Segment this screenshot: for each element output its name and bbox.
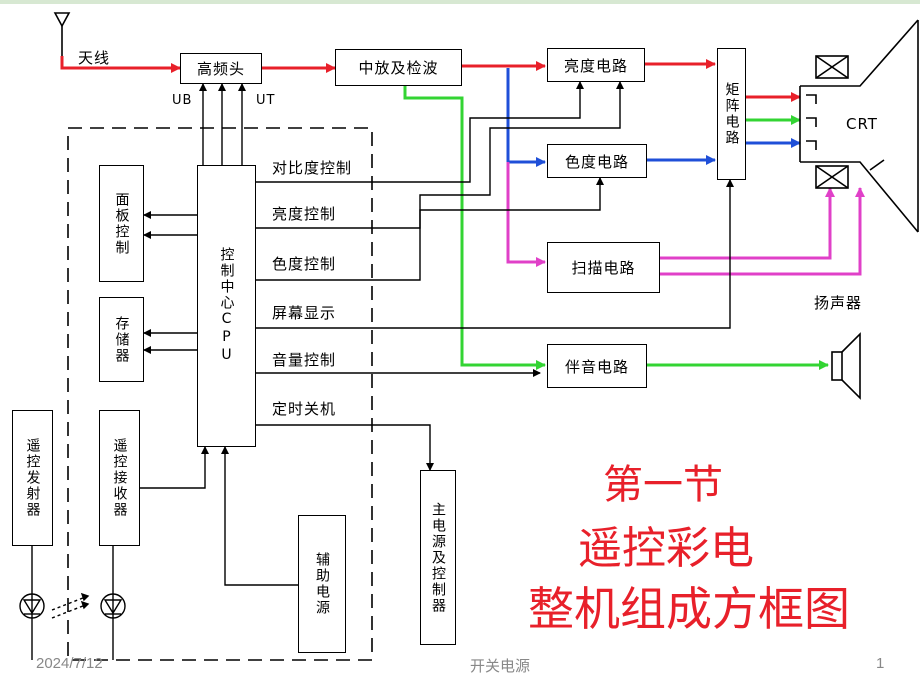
panel-control-box: 面板控制 <box>99 165 144 282</box>
scan-circuit-box: 扫描电路 <box>547 242 660 293</box>
control-label-chroma: 色度控制 <box>272 255 337 273</box>
main-power-box: 主电源及控制器 <box>420 470 456 645</box>
title-line-block-diagram: 整机组成方框图 <box>528 582 850 636</box>
scan-to-yoke-lower-path <box>660 187 865 276</box>
speaker-label: 扬声器 <box>814 294 863 312</box>
control-label-osd: 屏幕显示 <box>272 304 337 322</box>
chroma-circuit-box: 色度电路 <box>547 144 647 178</box>
speaker-icon <box>831 332 861 400</box>
scan-to-yoke-upper-path <box>660 187 835 260</box>
if-to-scan-path <box>506 162 546 267</box>
slide-top-bar <box>0 0 920 4</box>
footer-date: 2024/7/12 <box>36 655 103 672</box>
remote-transmitter-box: 遥控发射器 <box>12 410 53 546</box>
aux-power-box: 辅助电源 <box>298 515 346 653</box>
control-label-contrast: 对比度控制 <box>272 159 353 177</box>
luma-circuit-box: 亮度电路 <box>547 48 645 82</box>
ir-led-icon <box>19 592 126 619</box>
if-to-sound-path <box>403 86 546 370</box>
ub-label: UB <box>172 93 193 108</box>
remote-receiver-box: 遥控接收器 <box>99 410 140 546</box>
antenna-icon <box>53 12 71 56</box>
crt-label: CRT <box>846 115 878 133</box>
ut-label: UT <box>256 93 276 108</box>
title-line-remote-tv: 遥控彩电 <box>578 523 754 574</box>
footer-page-number: 1 <box>876 655 885 672</box>
if-to-chroma-path <box>506 68 546 167</box>
matrix-circuit-box: 矩阵电路 <box>717 48 746 180</box>
memory-box: 存储器 <box>99 297 144 382</box>
footer-title: 开关电源 <box>470 658 531 675</box>
cpu-box: 控制中心CPU <box>197 165 256 447</box>
if-detector-box: 中放及检波 <box>335 49 462 86</box>
title-line-section: 第一节 <box>603 462 723 508</box>
antenna-to-tuner-path <box>60 56 181 73</box>
control-label-brightness: 亮度控制 <box>272 205 337 223</box>
antenna-label: 天线 <box>78 49 111 67</box>
control-label-volume: 音量控制 <box>272 351 337 369</box>
control-label-timer-off: 定时关机 <box>272 400 337 418</box>
sound-circuit-box: 伴音电路 <box>547 344 647 388</box>
crt-tube-icon <box>799 19 919 233</box>
tuner-box: 高频头 <box>180 53 262 84</box>
